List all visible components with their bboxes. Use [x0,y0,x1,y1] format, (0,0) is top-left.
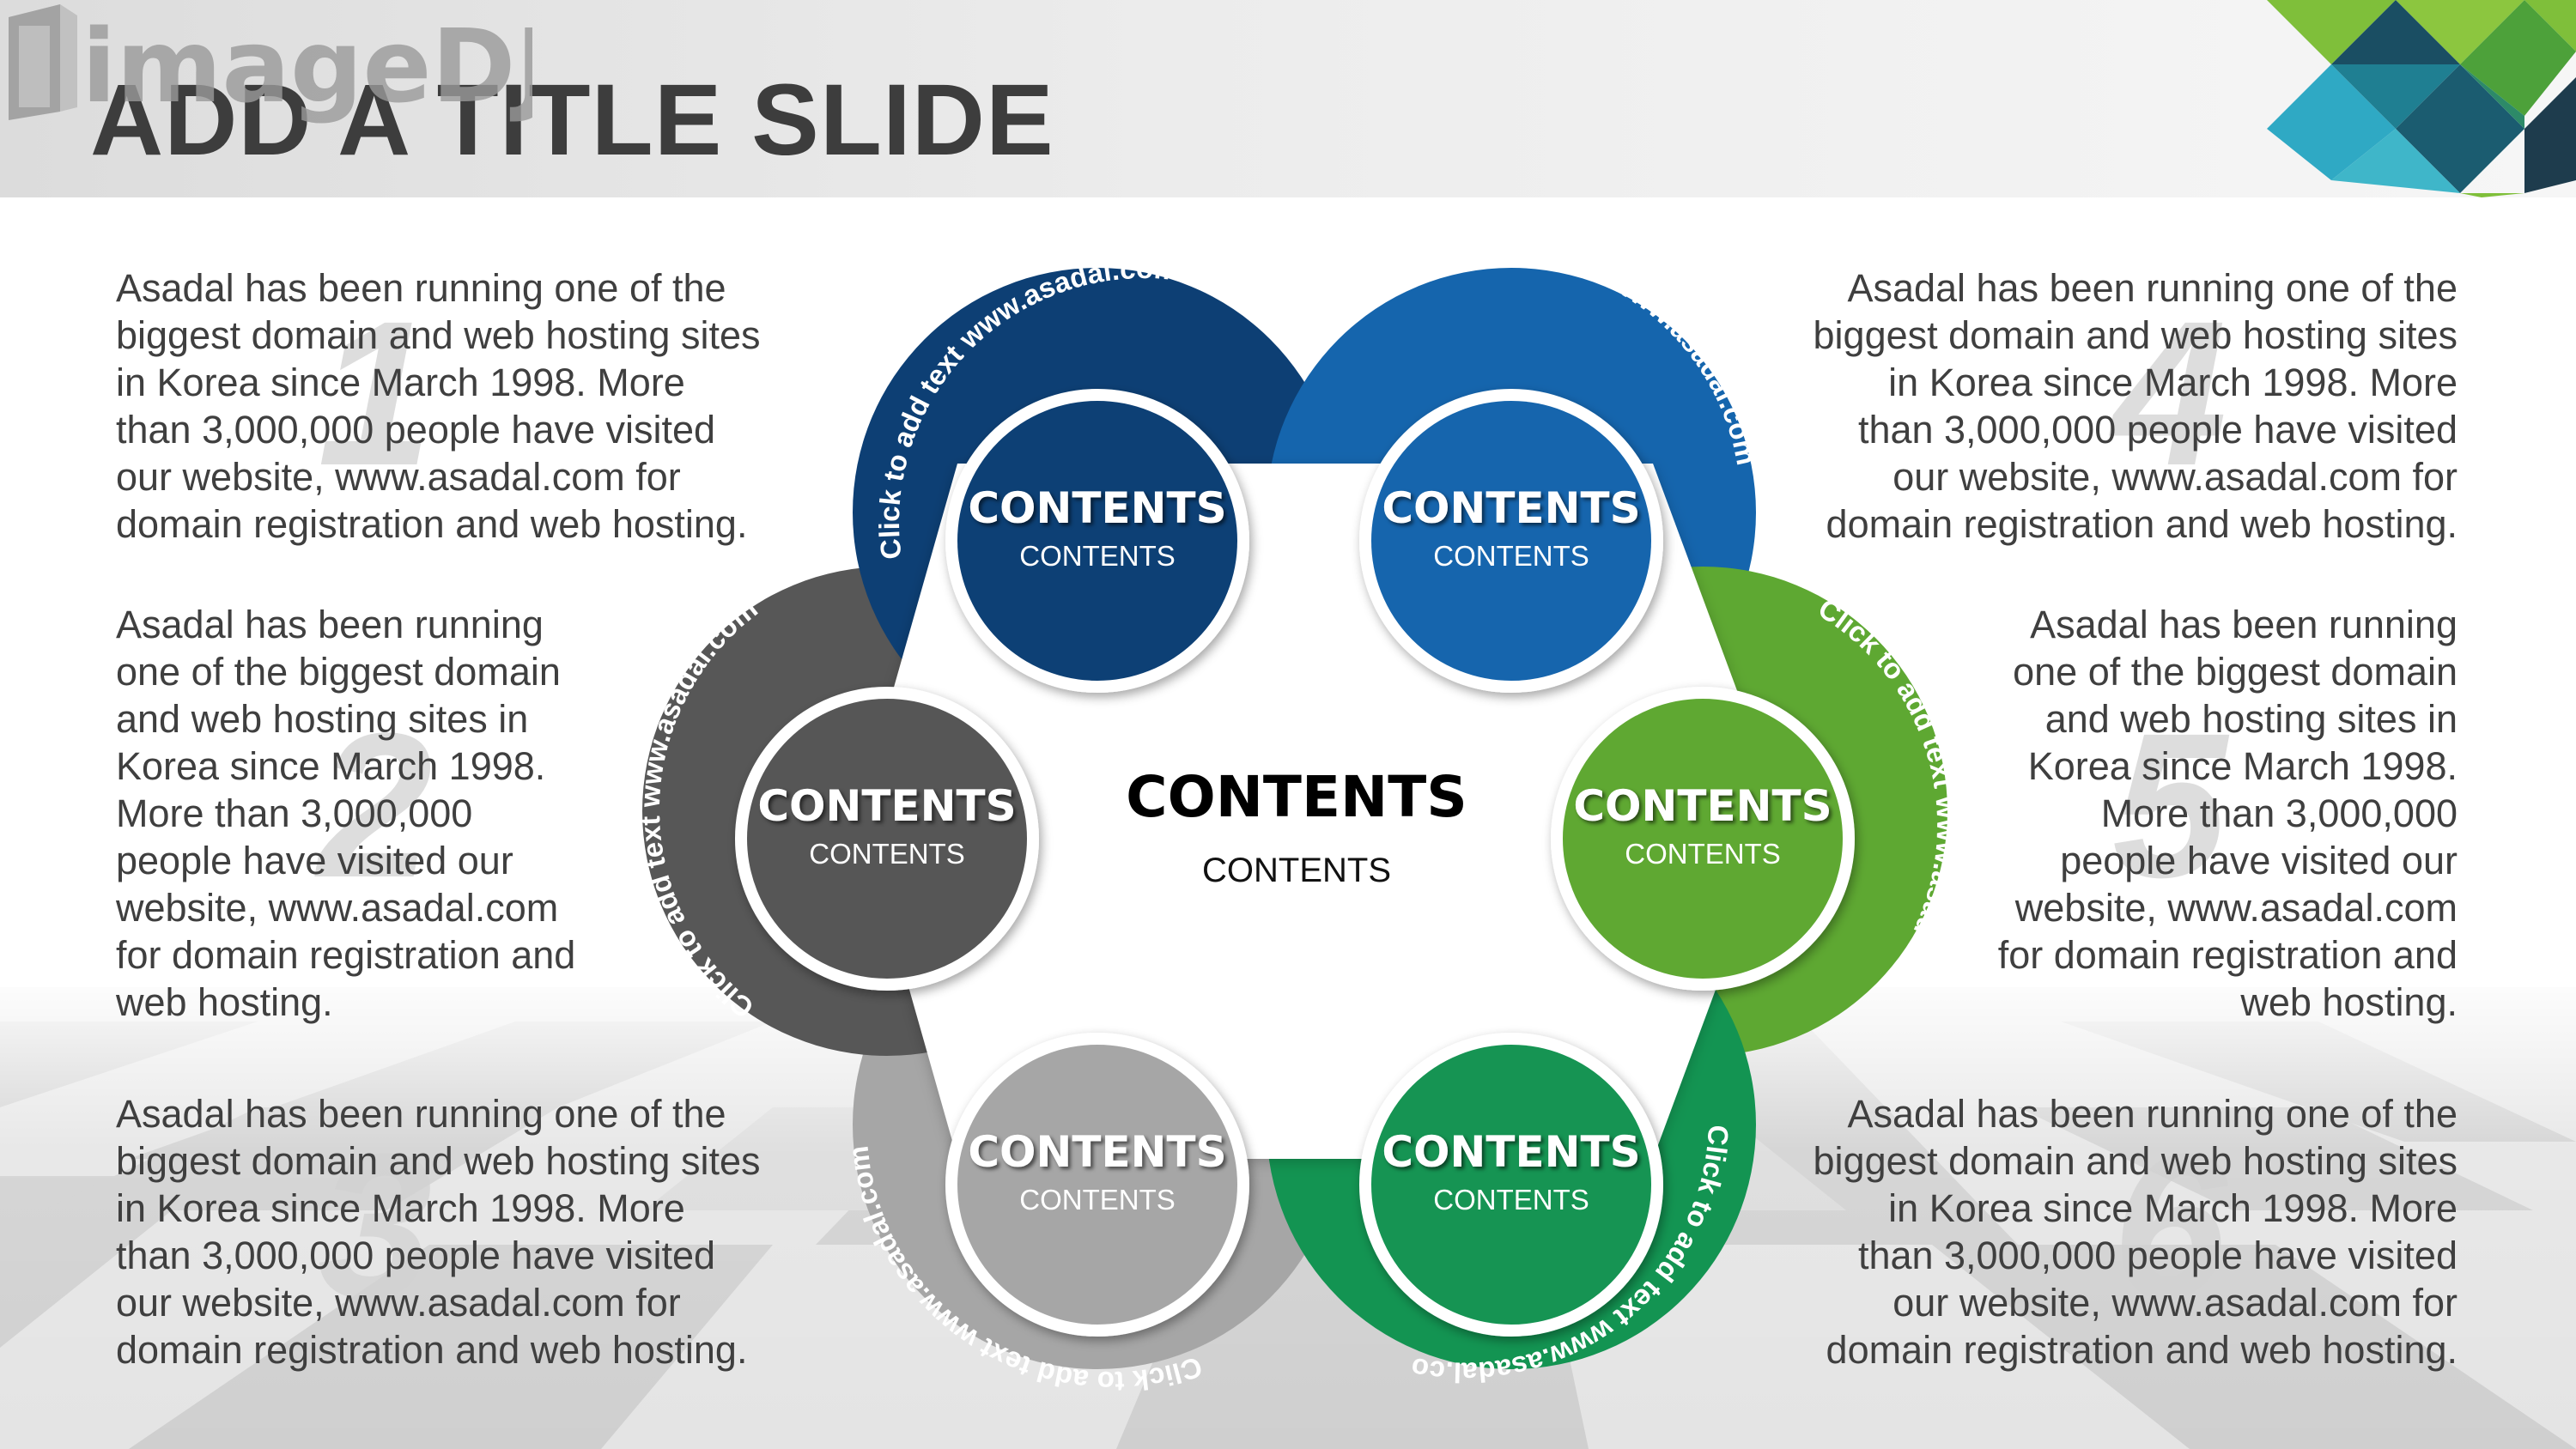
paragraph-1: Asadal has been running one of the bigge… [116,264,760,548]
node-subtitle: CONTENTS [1625,838,1781,870]
paragraph-2-line: More than 3,000,000 [116,791,473,835]
paragraph-4-line: in Korea since March 1998. More [1888,361,2458,404]
paragraph-5-line: website, www.asadal.com [2014,886,2458,930]
paragraph-5-line: and web hosting sites in [2044,697,2458,741]
paragraph-3-line: Asadal has been running one of the [116,1092,726,1136]
paragraph-3-line: our website, www.asadal.com for [116,1281,681,1325]
paragraph-6-line: biggest domain and web hosting sites [1813,1139,2458,1183]
node-circle-navy [945,389,1249,693]
paragraph-6-line: our website, www.asadal.com for [1893,1281,2458,1325]
paragraph-4-line: our website, www.asadal.com for [1893,455,2458,499]
paragraph-1-line: than 3,000,000 people have visited [116,408,716,452]
paragraph-4: Asadal has been running one of the bigge… [1814,264,2458,548]
node-title: CONTENTS [968,1127,1227,1177]
slide-title: ADD A TITLE SLIDE [90,64,1054,177]
paragraph-1-line: domain registration and web hosting. [116,502,748,546]
paragraph-2-line: people have visited our [116,839,513,882]
number-4: 4 [2112,278,2227,508]
paragraph-3-line: domain registration and web hosting. [116,1328,748,1372]
header-band [0,0,2576,197]
number-5: 5 [2112,690,2227,920]
paragraph-6-line: than 3,000,000 people have visited [1857,1234,2458,1277]
number-1: 1 [318,278,433,508]
paragraph-4-line: biggest domain and web hosting sites [1813,313,2458,357]
paragraph-4-line: than 3,000,000 people have visited [1857,408,2458,452]
node-subtitle: CONTENTS [1433,1184,1589,1216]
node-circle-emerald [1359,1033,1663,1337]
paragraph-2-line: website, www.asadal.com [116,886,559,930]
node-subtitle: CONTENTS [1019,1184,1176,1216]
node-circle-light-gray [945,1033,1249,1337]
watermark-text: imageDJ [82,7,532,125]
paragraph-4-line: Asadal has been running one of the [1847,266,2458,310]
paragraph-2: Asadal has been running one of the bigge… [116,601,575,1026]
paragraph-5-line: Asadal has been running [2030,603,2458,646]
node-circle-blue [1359,389,1663,693]
paragraph-4-line: domain registration and web hosting. [1826,502,2458,546]
paragraph-3-line: than 3,000,000 people have visited [116,1234,716,1277]
node-label-6: CONTENTS CONTENTS [1374,1126,1649,1219]
node-title: CONTENTS [1573,781,1832,831]
paragraph-6-line: domain registration and web hosting. [1826,1328,2458,1372]
node-title: CONTENTS [1382,1127,1641,1177]
paragraph-5: Asadal has been running one of the bigge… [1998,601,2458,1026]
paragraph-5-line: Korea since March 1998. [2027,744,2458,788]
paragraph-1-line: biggest domain and web hosting sites [116,313,761,357]
paragraph-5-line: one of the biggest domain [2013,650,2458,694]
node-title: CONTENTS [1382,483,1641,533]
paragraph-5-line: for domain registration and [1997,933,2458,977]
paragraph-2-line: web hosting. [116,980,333,1024]
paragraph-5-line: web hosting. [2240,980,2458,1024]
node-subtitle: CONTENTS [809,838,965,870]
center-title: CONTENTS [1126,764,1467,830]
node-subtitle: CONTENTS [1019,540,1176,572]
number-2: 2 [318,690,433,920]
paragraph-3-line: in Korea since March 1998. More [116,1186,685,1230]
paragraph-2-line: Korea since March 1998. [116,744,546,788]
node-circle-green [1551,687,1855,991]
paragraph-1-line: in Korea since March 1998. More [116,361,685,404]
node-label-4: CONTENTS CONTENTS [1565,780,1840,873]
number-3: 3 [318,1111,433,1341]
node-title: CONTENTS [757,781,1017,831]
paragraph-6: Asadal has been running one of the bigge… [1814,1090,2458,1373]
node-label-5: CONTENTS CONTENTS [960,1126,1235,1219]
paragraph-6-line: in Korea since March 1998. More [1888,1186,2458,1230]
paragraph-1-line: our website, www.asadal.com for [116,455,681,499]
paragraph-2-line: and web hosting sites in [116,697,529,741]
center-subtitle: CONTENTS [1202,852,1391,889]
paragraph-5-line: More than 3,000,000 [2100,791,2458,835]
paragraph-2-line: for domain registration and [116,933,576,977]
node-label-1: CONTENTS CONTENTS [960,482,1235,575]
imagedj-watermark: imageDJ [9,4,532,125]
node-title: CONTENTS [968,483,1227,533]
paragraph-2-line: Asadal has been running [116,603,544,646]
paragraph-2-line: one of the biggest domain [116,650,561,694]
paragraph-1-line: Asadal has been running one of the [116,266,726,310]
paragraph-6-line: Asadal has been running one of the [1847,1092,2458,1136]
node-circle-dark-gray [735,687,1039,991]
paragraph-3: Asadal has been running one of the bigge… [116,1090,760,1373]
node-label-3: CONTENTS CONTENTS [750,780,1024,873]
node-subtitle: CONTENTS [1433,540,1589,572]
corner-logo [2267,0,2576,197]
number-6: 6 [2112,1111,2227,1341]
node-label-2: CONTENTS CONTENTS [1374,482,1649,575]
paragraph-3-line: biggest domain and web hosting sites [116,1139,761,1183]
paragraph-5-line: people have visited our [2060,839,2458,882]
